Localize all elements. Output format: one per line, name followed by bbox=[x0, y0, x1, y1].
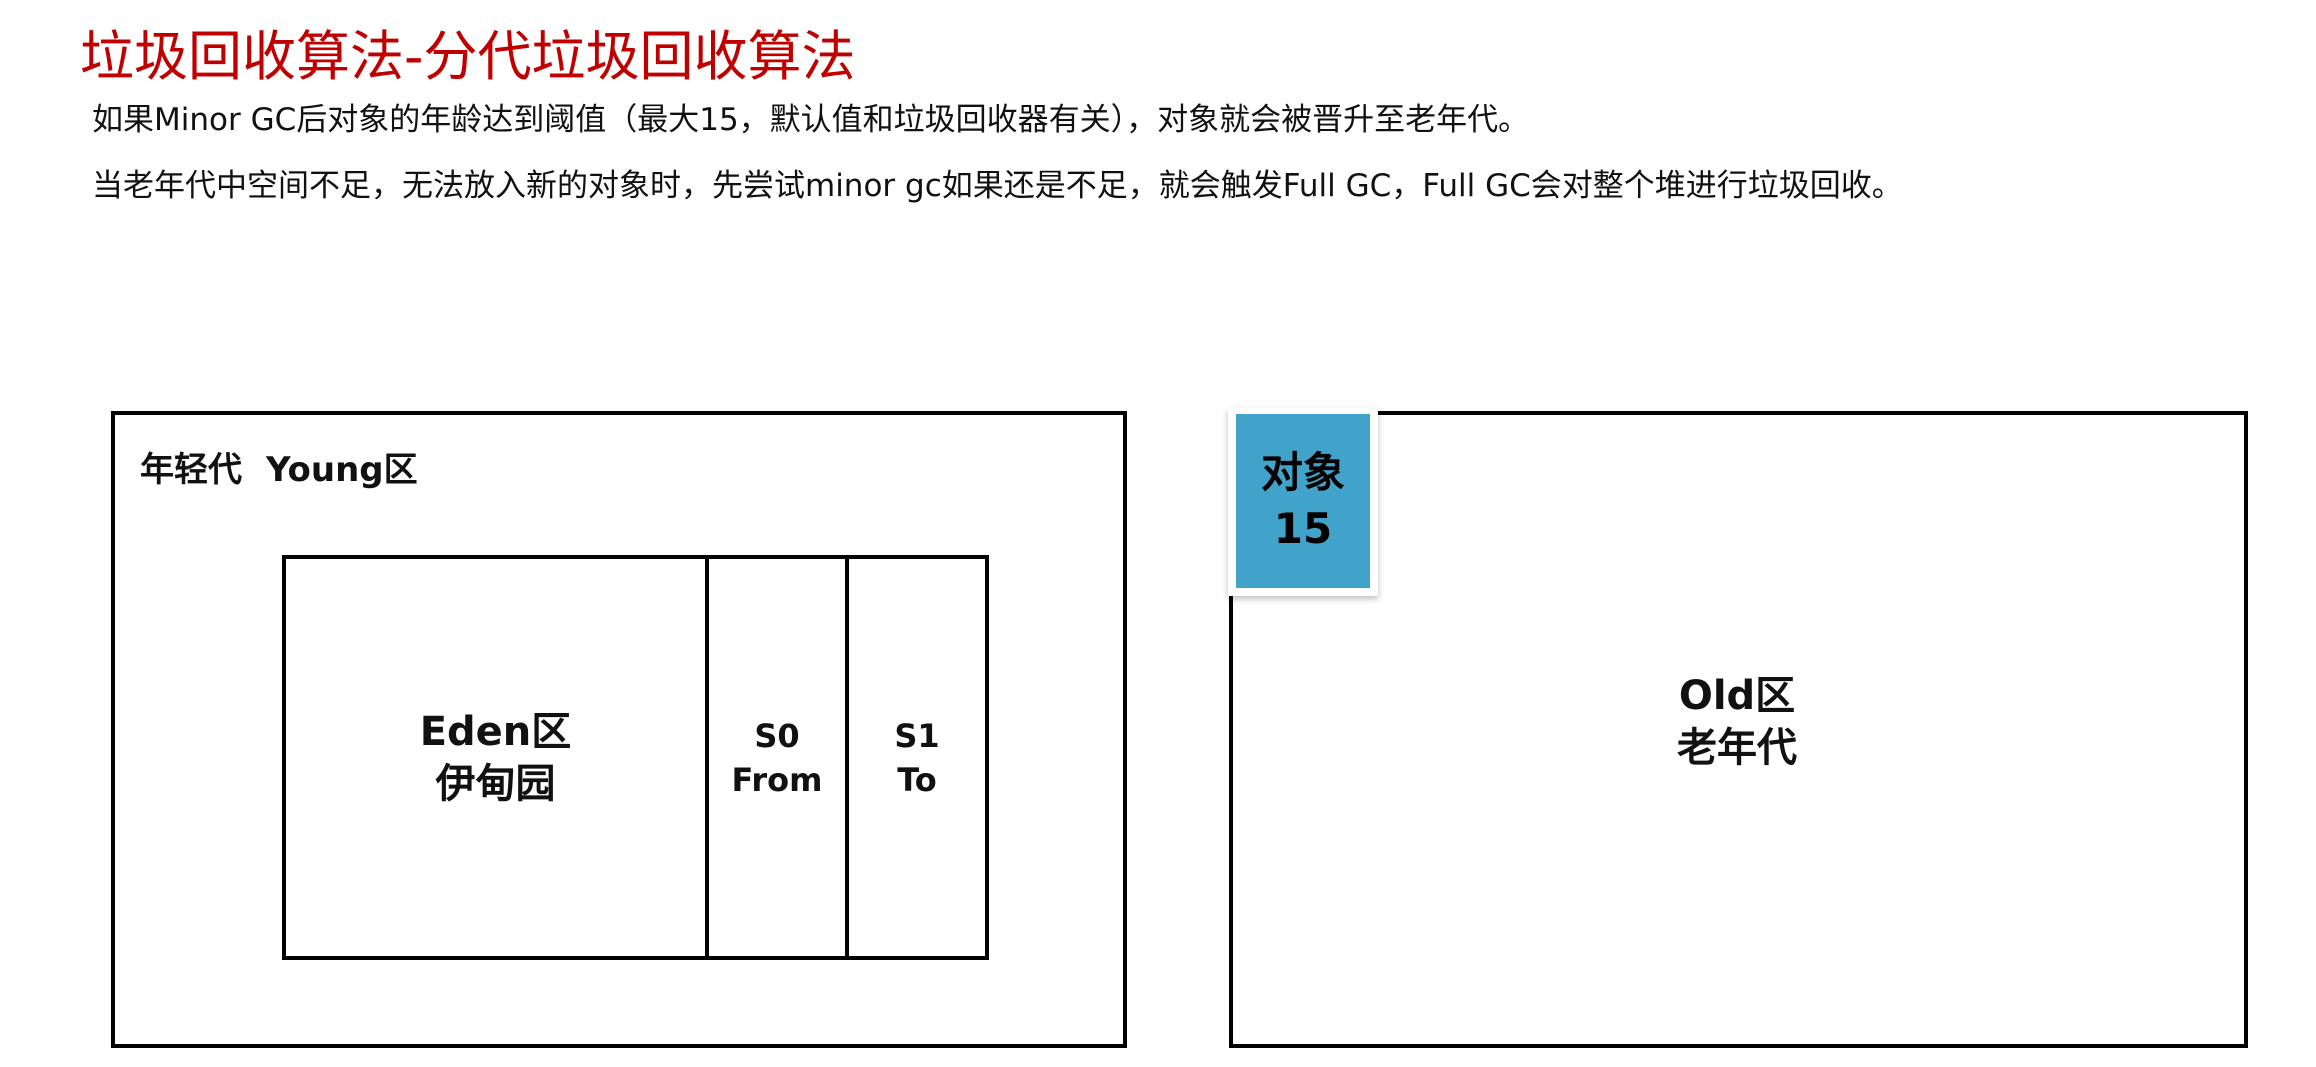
s0-label: S0 bbox=[754, 716, 800, 755]
description-line-2: 当老年代中空间不足，无法放入新的对象时，先尝试minor gc如果还是不足，就会… bbox=[92, 168, 1903, 204]
description-line-1: 如果Minor GC后对象的年龄达到阈值（最大15，默认值和垃圾回收器有关），对… bbox=[92, 102, 1530, 138]
promoted-object: 对象 15 bbox=[1236, 414, 1370, 588]
page-title: 垃圾回收算法-分代垃圾回收算法 bbox=[80, 25, 856, 88]
survivor-s0-region: S0 From bbox=[705, 555, 849, 960]
young-generation-box bbox=[111, 411, 1127, 1048]
promoted-object-card: 对象 15 bbox=[1228, 408, 1378, 596]
s0-sublabel: From bbox=[731, 760, 823, 799]
eden-label-cn: 伊甸园 bbox=[435, 760, 556, 807]
survivor-s1-region: S1 To bbox=[845, 555, 989, 960]
old-generation-box bbox=[1229, 411, 2248, 1048]
old-generation-label: Old区 老年代 bbox=[1537, 670, 1937, 774]
young-generation-label: 年轻代 Young区 bbox=[140, 442, 418, 491]
object-label: 对象 bbox=[1260, 448, 1345, 497]
old-label-cn: 老年代 bbox=[1677, 725, 1797, 771]
young-label-en: Young区 bbox=[266, 450, 418, 490]
young-label-cn: 年轻代 bbox=[140, 450, 242, 490]
s1-sublabel: To bbox=[897, 760, 937, 799]
s1-label: S1 bbox=[894, 716, 940, 755]
object-age: 15 bbox=[1273, 504, 1333, 553]
old-label: Old区 bbox=[1678, 673, 1796, 719]
eden-region: Eden区 伊甸园 bbox=[282, 555, 709, 960]
eden-label: Eden区 bbox=[419, 708, 572, 755]
